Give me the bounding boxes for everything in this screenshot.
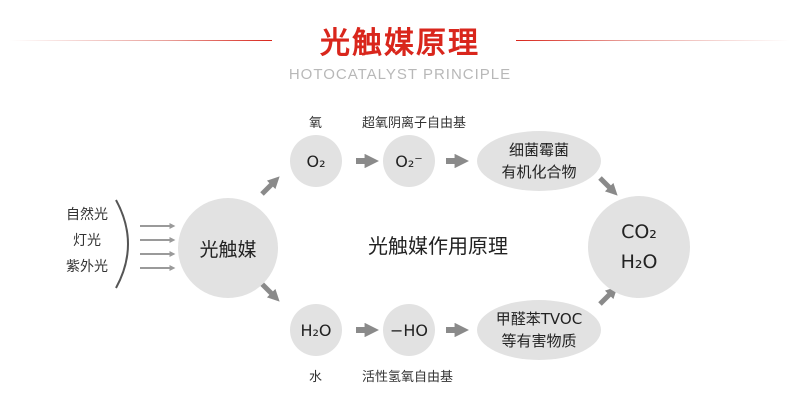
- center-label: 光触媒作用原理: [368, 234, 508, 258]
- arrow-bottom-to-products: [598, 286, 618, 306]
- light-bracket: [115, 199, 129, 289]
- page-subtitle: HOTOCATALYST PRINCIPLE: [288, 66, 512, 83]
- label-oxygen: 氧: [309, 116, 323, 131]
- top-target-line-1: 细菌霉菌: [508, 141, 569, 159]
- o2-circle: O₂: [290, 135, 342, 187]
- products-circle: CO₂ H₂O: [588, 196, 690, 298]
- label-water: 水: [309, 370, 323, 385]
- arrow-catalyst-to-o2: [260, 176, 280, 196]
- catalyst-circle: 光触媒: [178, 198, 278, 298]
- title-divider-right: [516, 40, 790, 41]
- light-source-natural: 自然光: [66, 207, 108, 223]
- light-sources: 自然光 灯光 紫外光: [52, 202, 122, 280]
- arrow-catalyst-to-h2o: [260, 282, 280, 302]
- product-co2: CO₂: [621, 221, 657, 243]
- bottom-target-line-2: 等有害物质: [501, 332, 577, 350]
- label-superoxide: 超氧阴离子自由基: [362, 116, 467, 131]
- h2o-circle: H₂O: [290, 304, 342, 356]
- product-h2o: H₂O: [620, 251, 658, 273]
- light-source-lamp: 灯光: [73, 233, 101, 249]
- light-source-uv: 紫外光: [66, 259, 108, 275]
- page-title: 光触媒原理: [320, 26, 480, 61]
- label-hydroxyl: 活性氢氧自由基: [362, 370, 454, 385]
- top-target-ellipse: 细菌霉菌 有机化合物: [477, 131, 601, 191]
- top-target-line-2: 有机化合物: [501, 163, 577, 181]
- bottom-target-ellipse: 甲醛苯TVOC 等有害物质: [477, 300, 601, 360]
- title-divider-left: [10, 40, 272, 41]
- bottom-target-line-1: 甲醛苯TVOC: [495, 310, 583, 328]
- arrow-top-to-products: [598, 176, 618, 196]
- o2-minus-circle: O₂⁻: [383, 135, 435, 187]
- ho-circle: −HO: [383, 304, 435, 356]
